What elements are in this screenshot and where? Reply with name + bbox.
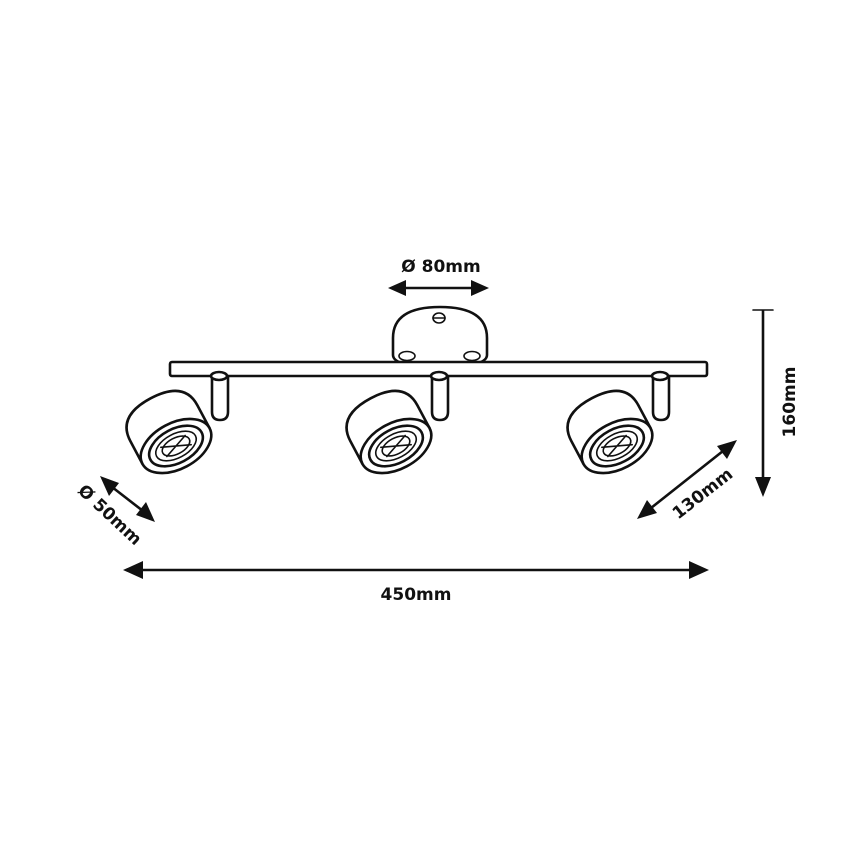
arrow-right-icon [471, 280, 489, 296]
canopy [391, 305, 489, 369]
arrow-up-right-icon [717, 440, 737, 459]
dimension-spot-length: 130mm [637, 440, 737, 524]
spot-head-right [566, 370, 671, 475]
dimension-label-spot-length: 130mm [669, 464, 737, 523]
dimension-base-diameter: Ø 80mm [388, 257, 489, 296]
dimension-label-height: 160mm [780, 367, 800, 438]
arrow-down-icon [755, 477, 771, 497]
dimension-spot-diameter: Ø 50mm [74, 476, 155, 550]
dimension-height: 160mm [752, 309, 800, 497]
arrow-up-left-icon [100, 476, 119, 496]
arrow-left-icon [123, 561, 143, 579]
arrow-right-icon [689, 561, 709, 579]
spot-head-left [125, 370, 230, 475]
dimension-total-width: 450mm [123, 561, 709, 605]
arrow-down-left-icon [637, 500, 657, 519]
dimension-label-base-diameter: Ø 80mm [401, 257, 480, 277]
dimension-label-total-width: 450mm [381, 585, 452, 605]
arrow-down-right-icon [136, 502, 155, 522]
spot-head-middle [345, 370, 450, 475]
arrow-left-icon [388, 280, 406, 296]
luminaire-icon [125, 305, 709, 475]
